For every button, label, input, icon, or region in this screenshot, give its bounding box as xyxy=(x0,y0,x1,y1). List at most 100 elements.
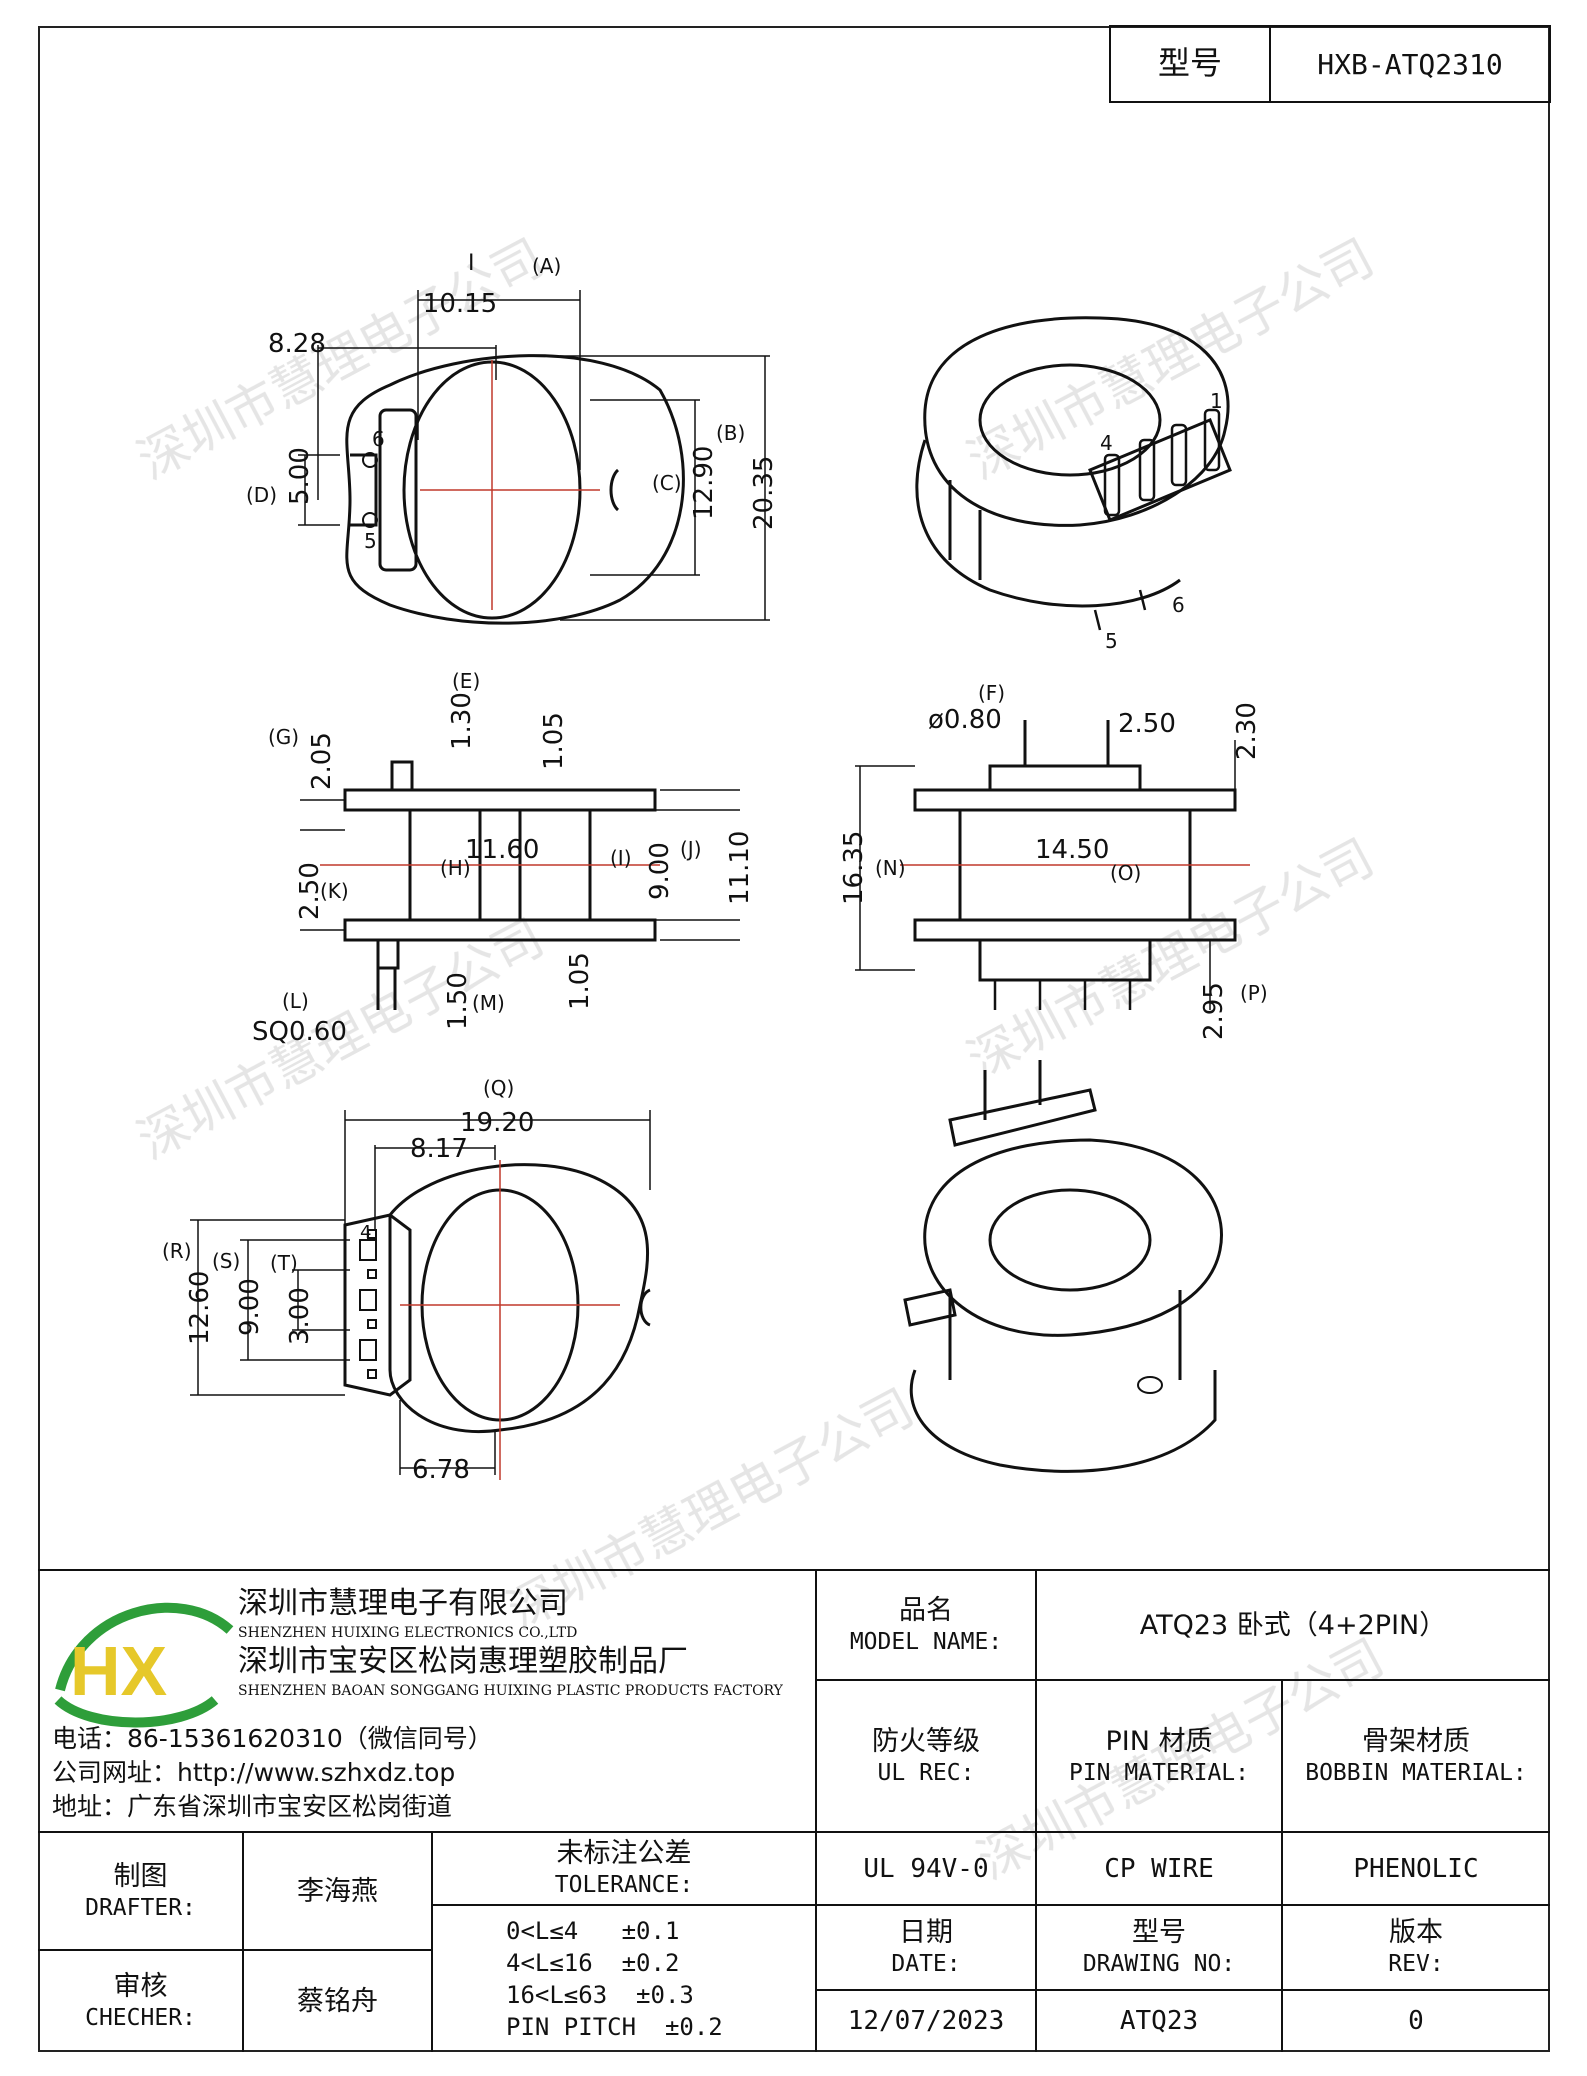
dim-9-00-b: 9.00 xyxy=(235,1278,265,1336)
tolerance-line: PIN PITCH ±0.2 xyxy=(506,2012,723,2041)
tag-b: (B) xyxy=(716,421,745,445)
dim-19-20: 19.20 xyxy=(460,1108,534,1138)
date-label: 日期 DATE: xyxy=(891,1917,961,1977)
model-box-value: HXB-ATQ2310 xyxy=(1317,48,1502,81)
model-name-label: 品名 MODEL NAME: xyxy=(849,1594,1003,1655)
company-names: 深圳市慧理电子有限公司 SHENZHEN HUIXING ELECTRONICS… xyxy=(238,1585,808,1715)
side-view-left: (E) 1.30 (G) 2.05 1.05 11.60 (H) (I) 9.0… xyxy=(252,669,755,1047)
tag-o: (O) xyxy=(1110,861,1141,885)
dim-1-05-bot: 1.05 xyxy=(565,952,595,1010)
drawing-frame xyxy=(38,26,1550,2052)
tolerance-label: 未标注公差 TOLERANCE: xyxy=(554,1838,694,1898)
tag-a: (A) xyxy=(532,254,561,278)
company-contacts: 电话：86-15361620310（微信同号） 公司网址：http://www.… xyxy=(52,1722,812,1826)
iso-view-top: 1 4 5 6 xyxy=(915,316,1232,653)
tag-n: (N) xyxy=(875,856,906,880)
dim-2-05: 2.05 xyxy=(307,732,337,790)
dim-1-50: 1.50 xyxy=(443,972,473,1030)
top-view: 10.15 (A) I 8.28 5.00 (D) 12.90 (C) 20.3… xyxy=(246,251,779,625)
title-block-grid xyxy=(38,1569,1550,2052)
bottom-pin-4: 4 xyxy=(360,1222,371,1243)
bobbin-material-value: PHENOLIC xyxy=(1353,1853,1479,1884)
checker-label: 审核 CHECHER: xyxy=(85,1970,196,2031)
tag-i: (I) xyxy=(610,846,632,870)
dim-12-60: 12.60 xyxy=(185,1271,215,1345)
bottom-view: (Q) 19.20 8.17 4 (R) 12.60 (S) 9.00 (T) … xyxy=(162,1076,651,1485)
company-phone: 电话：86-15361620310（微信同号） xyxy=(52,1724,493,1753)
factory-name-en: SHENZHEN BAOAN SONGGANG HUIXING PLASTIC … xyxy=(238,1683,783,1699)
company-name-cn: 深圳市慧理电子有限公司 xyxy=(238,1586,568,1621)
dim-12-90: 12.90 xyxy=(689,446,719,520)
dim-phi: ø0.80 xyxy=(928,705,1002,735)
tag-p: (P) xyxy=(1240,981,1268,1005)
iso-pin-6: 6 xyxy=(1172,593,1185,617)
dim-8-28: 8.28 xyxy=(268,329,326,359)
company-name-en: SHENZHEN HUIXING ELECTRONICS CO.,LTD xyxy=(238,1625,578,1641)
side-view-right: (F) ø0.80 2.50 2.30 16.35 (N) 14.50 (O) … xyxy=(839,681,1268,1040)
dim-2-95: 2.95 xyxy=(1199,982,1229,1040)
dim-5-00: 5.00 xyxy=(285,447,315,505)
company-web[interactable]: 公司网址：http://www.szhxdz.top xyxy=(52,1758,456,1787)
dim-16-35: 16.35 xyxy=(839,831,869,905)
tag-s: (S) xyxy=(212,1249,240,1273)
tag-g: (G) xyxy=(268,725,299,749)
tolerance-line: 4<L≤16 ±0.2 xyxy=(506,1948,680,1977)
tag-t: (T) xyxy=(270,1251,298,1275)
tag-k: (K) xyxy=(320,879,349,903)
bobbin-material-label: 骨架材质 BOBBIN MATERIAL: xyxy=(1305,1725,1527,1786)
drawing-no-value: ATQ23 xyxy=(1119,2006,1199,2036)
dim-14-50: 14.50 xyxy=(1035,835,1109,865)
tag-h: (H) xyxy=(440,856,471,880)
pin-material-value: CP WIRE xyxy=(1104,1853,1214,1884)
watermark: 深圳市慧理电子公司 xyxy=(958,228,1383,490)
model-name-value: ATQ23 卧式（4+2PIN） xyxy=(1139,1609,1447,1641)
tag-e: (E) xyxy=(452,669,480,693)
rev-value: 0 xyxy=(1408,2006,1424,2036)
drafter-name: 李海燕 xyxy=(297,1875,378,1907)
dim-2-50-left: 2.50 xyxy=(295,862,325,920)
factory-name-cn: 深圳市宝安区松岗惠理塑胶制品厂 xyxy=(238,1644,688,1679)
tag-r: (R) xyxy=(162,1239,192,1263)
dim-11-10: 11.10 xyxy=(725,831,755,905)
model-box-label: 型号 xyxy=(1158,44,1222,82)
tag-c: (C) xyxy=(652,471,682,495)
dim-sq: SQ0.60 xyxy=(252,1017,347,1047)
dim-1-05-top: 1.05 xyxy=(539,712,569,770)
pin-5-label: 5 xyxy=(364,529,377,553)
company-logo: HX xyxy=(54,1602,234,1728)
ul-rec-label: 防火等级 UL REC: xyxy=(872,1725,980,1786)
company-address: 地址：广东省深圳市宝安区松岗街道 xyxy=(52,1792,453,1821)
dim-3-00: 3.00 xyxy=(285,1287,315,1345)
iso-view-bottom xyxy=(903,1060,1223,1473)
tag-l: (L) xyxy=(282,989,309,1013)
dim-2-50-right: 2.50 xyxy=(1118,709,1176,739)
drafter-label: 制图 DRAFTER: xyxy=(85,1860,196,1921)
dim-2-30: 2.30 xyxy=(1232,702,1262,760)
tag-q: (Q) xyxy=(483,1076,514,1100)
watermark: 深圳市慧理电子公司 xyxy=(958,828,1383,1090)
pin-6-label: 6 xyxy=(372,427,385,451)
iso-pin-1: 1 xyxy=(1210,389,1223,413)
dim-20-35: 20.35 xyxy=(749,456,779,530)
tolerance-line: 16<L≤63 ±0.3 xyxy=(506,1980,694,2009)
dim-8-17: 8.17 xyxy=(410,1134,468,1164)
tag-d: (D) xyxy=(246,483,277,507)
rev-label: 版本 REV: xyxy=(1388,1917,1444,1977)
dim-9-00: 9.00 xyxy=(645,842,675,900)
logo-text: HX xyxy=(70,1632,168,1710)
tolerance-line: 0<L≤4 ±0.1 xyxy=(506,1916,680,1945)
dim-11-60: 11.60 xyxy=(465,835,539,865)
ul-rec-value: UL 94V-0 xyxy=(863,1853,989,1884)
dim-1-30: 1.30 xyxy=(447,692,477,750)
dim-10-15: 10.15 xyxy=(423,289,497,319)
iso-pin-5: 5 xyxy=(1105,629,1118,653)
checker-name: 蔡铭舟 xyxy=(297,1985,378,2017)
iso-pin-4: 4 xyxy=(1100,431,1113,455)
tolerance-table: 0<L≤4 ±0.1 4<L≤16 ±0.2 16<L≤63 ±0.3 PIN … xyxy=(432,1905,816,2052)
tag-m: (M) xyxy=(472,991,505,1015)
dim-6-78: 6.78 xyxy=(412,1455,470,1485)
pin-material-label: PIN 材质 PIN MATERIAL: xyxy=(1068,1725,1249,1786)
top-mark: I xyxy=(468,251,475,276)
tag-j: (J) xyxy=(680,837,702,861)
